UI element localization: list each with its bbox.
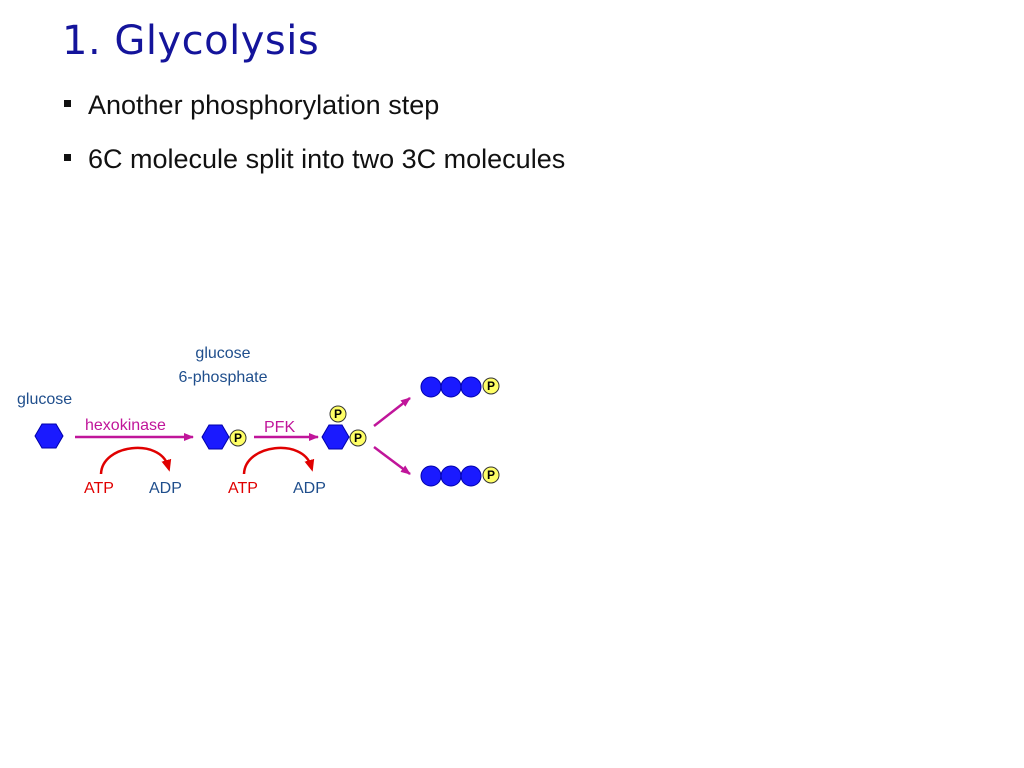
glycolysis-diagram: glucose glucose 6-phosphate hexokinase P…: [17, 345, 500, 497]
bullet-list: Another phosphorylation step 6C molecule…: [62, 86, 565, 194]
atp-adp-arrow-2: [242, 446, 315, 475]
phosphate-label: P: [487, 379, 495, 393]
bullet-item: Another phosphorylation step: [62, 86, 565, 140]
g6p-molecule-icon: [201, 424, 230, 450]
phosphate-icon: [482, 466, 500, 484]
slide-title: 1. Glycolysis: [62, 18, 320, 64]
atp-adp-arrow-1: [99, 446, 172, 475]
carbon-atom-icon: [440, 465, 462, 487]
square-bullet-icon: [64, 154, 71, 161]
phosphate-icon: [229, 429, 247, 447]
bullet-text: 6C molecule split into two 3C molecules: [88, 144, 566, 174]
g6p-label-line2: 6-phosphate: [179, 369, 268, 386]
phosphate-label: P: [234, 431, 242, 445]
carbon-atom-icon: [460, 465, 482, 487]
phosphate-icon: [349, 429, 367, 447]
g6p-label-line1: glucose: [195, 345, 250, 362]
bullet-item: 6C molecule split into two 3C molecules: [62, 140, 565, 194]
atp-label: ATP: [84, 480, 114, 497]
phosphate-icon: [482, 377, 500, 395]
atp-label: ATP: [228, 480, 258, 497]
phosphate-label: P: [334, 407, 342, 421]
carbon-atom-icon: [460, 376, 482, 398]
glucose-label: glucose: [17, 391, 72, 408]
adp-label: ADP: [149, 480, 182, 497]
split-arrow-upper: [373, 397, 411, 427]
split-arrow-lower: [373, 446, 411, 475]
phosphate-label: P: [487, 468, 495, 482]
phosphate-icon: [329, 405, 347, 423]
f16bp-molecule-icon: [321, 424, 350, 450]
pfk-label: PFK: [264, 419, 295, 436]
adp-label: ADP: [293, 480, 326, 497]
square-bullet-icon: [64, 100, 71, 107]
carbon-atom-icon: [420, 465, 442, 487]
phosphate-label: P: [354, 431, 362, 445]
glucose-molecule-icon: [34, 423, 64, 449]
carbon-atom-icon: [420, 376, 442, 398]
hexokinase-label: hexokinase: [85, 417, 166, 434]
bullet-text: Another phosphorylation step: [88, 90, 440, 120]
carbon-atom-icon: [440, 376, 462, 398]
